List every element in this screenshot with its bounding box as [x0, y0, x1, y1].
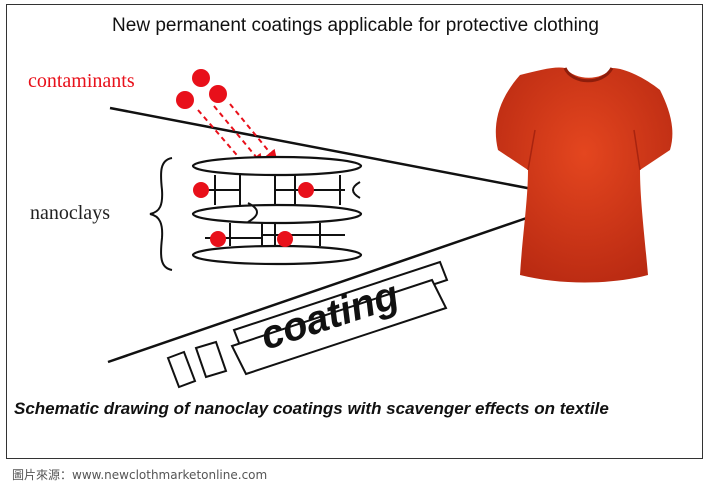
- contaminants-label: contaminants: [28, 70, 135, 92]
- image-credit: 圖片來源：www.newclothmarketonline.com: [12, 466, 267, 483]
- arrow: [229, 103, 278, 162]
- cone-lower-line: [107, 208, 551, 364]
- figure-title: New permanent coatings applicable for pr…: [112, 15, 599, 36]
- coating-stripe: [232, 260, 449, 350]
- clay-connectors: [205, 175, 361, 246]
- clay-layer: [191, 155, 363, 177]
- trapped-contaminants: [193, 182, 314, 247]
- coating-stripe: [194, 340, 228, 379]
- coating-stripe: [166, 350, 197, 389]
- figure-caption: Schematic drawing of nanoclay coatings w…: [14, 399, 609, 418]
- contaminant-particle: [176, 91, 194, 109]
- arrow: [213, 105, 264, 166]
- trapped-particle: [298, 182, 314, 198]
- clay-layer: [191, 203, 363, 225]
- tshirt-illustration: [495, 67, 673, 283]
- coating-bar: [230, 278, 448, 376]
- credit-source-link[interactable]: www.newclothmarketonline.com: [72, 468, 268, 482]
- curly-brace: [149, 157, 173, 271]
- credit-prefix: 圖片來源：: [12, 468, 73, 482]
- contaminant-particle: [209, 85, 227, 103]
- nanoclay-stack: [191, 155, 363, 266]
- tshirt-body: [495, 67, 673, 283]
- trapped-particle: [277, 231, 293, 247]
- trapped-particle: [210, 231, 226, 247]
- clay-layer: [191, 244, 363, 266]
- tshirt-collar: [563, 67, 614, 83]
- contaminant-particle: [192, 69, 210, 87]
- cone-upper-line: [109, 106, 549, 194]
- contaminant-particles: [176, 69, 227, 109]
- nanoclays-label: nanoclays: [30, 202, 110, 224]
- trapped-particle: [193, 182, 209, 198]
- coating-layer: [166, 260, 449, 389]
